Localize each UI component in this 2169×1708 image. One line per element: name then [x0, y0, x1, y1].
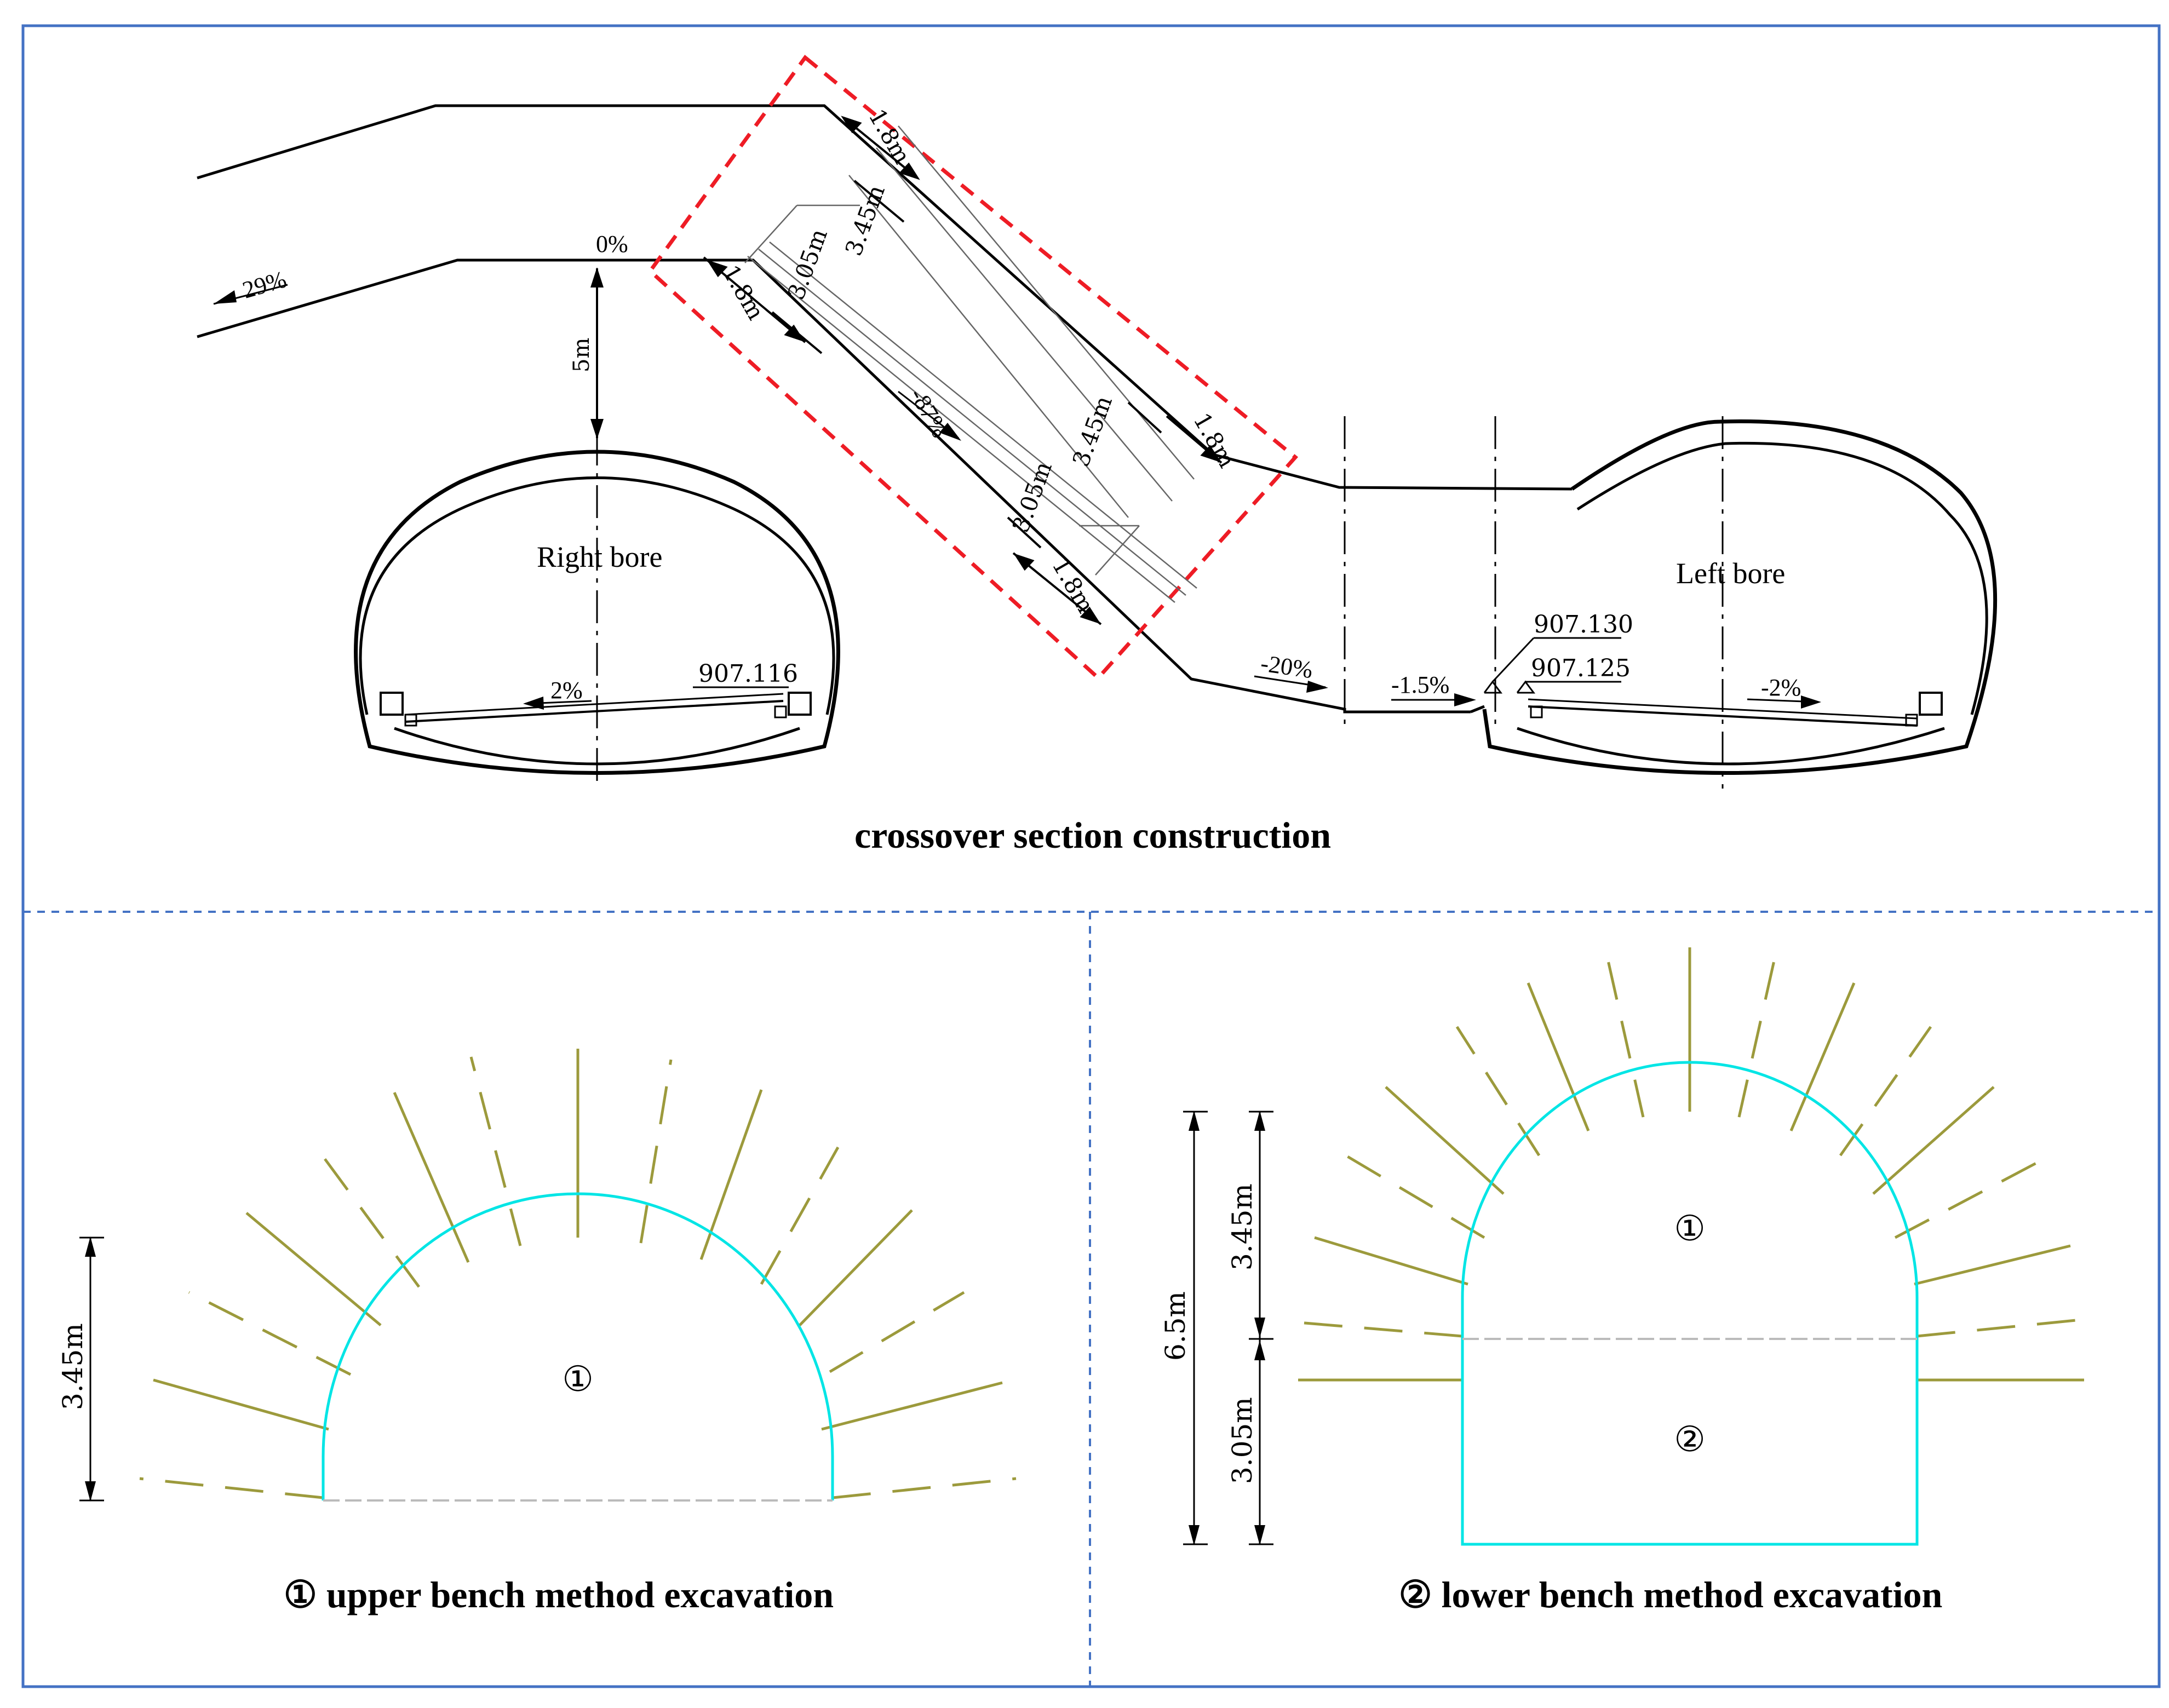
- dim-d6: 3.45m: [1067, 392, 1117, 470]
- top-panel-text: 29% 0% 5m 1.8m 3.45m 1.8m 3.05m -87% 3.4…: [239, 105, 1801, 856]
- top-panel: [197, 54, 1998, 789]
- bottom-right-panel: [1183, 947, 2084, 1546]
- label-right-bore: Right bore: [537, 540, 662, 573]
- upper-height: 3.45m: [1226, 1183, 1258, 1270]
- left-bore-tunnel: [1482, 419, 1998, 775]
- ground-profile-upper: [197, 104, 1573, 491]
- ground-right-step: [1470, 705, 1485, 714]
- total-height: 6.5m: [1160, 1291, 1191, 1361]
- caption-top: crossover section construction: [854, 814, 1331, 856]
- slope-label-0: 0%: [596, 231, 628, 257]
- clearance-arrowhead-bottom: [590, 419, 604, 439]
- elev-left-upper: 907.130: [1534, 611, 1633, 639]
- elev-marker-left-upper: [1483, 680, 1502, 694]
- slope-label-2-right: 2%: [550, 677, 583, 704]
- region-upper: ①: [1674, 1209, 1705, 1248]
- upper-bench-height: 3.45m: [57, 1323, 89, 1410]
- bottom-left-text: 3.45m ① ① upper bench method excavation: [57, 1323, 834, 1615]
- caption-bottom-left: ① upper bench method excavation: [284, 1574, 834, 1615]
- elev-marker-left-lower: [1516, 680, 1535, 694]
- dim-clearance: 5m: [569, 338, 594, 372]
- dim-d4: 3.05m: [782, 225, 833, 303]
- label-left-bore: Left bore: [1676, 557, 1785, 590]
- slope-label-2-left: -2%: [1761, 674, 1801, 701]
- slope-label-15: -1.5%: [1391, 671, 1449, 698]
- dimension-arrows: [703, 116, 1223, 625]
- bottom-right-text: 6.5m 3.45m 3.05m ① ② ② lower bench metho…: [1160, 1183, 1942, 1615]
- rock-bolts-left: [139, 1049, 1017, 1499]
- dim-d1: 1.8m: [863, 105, 916, 169]
- upper-bench-arch: [322, 1192, 834, 1500]
- caption-bottom-right: ② lower bench method excavation: [1399, 1574, 1943, 1615]
- region-lower: ②: [1674, 1420, 1705, 1459]
- construction-lines: [744, 125, 1197, 603]
- dim-d2: 3.45m: [840, 181, 890, 259]
- outer-frame: [21, 24, 2161, 1688]
- bottom-left-panel: [79, 1049, 1017, 1502]
- elev-right: 907.116: [698, 660, 798, 688]
- lower-height: 3.05m: [1226, 1397, 1258, 1484]
- upper-bench-region: ①: [562, 1360, 593, 1399]
- rock-bolts-right: [1298, 947, 2084, 1382]
- lower-bench-outline: [1461, 1061, 1919, 1546]
- highlight-box: [647, 54, 1299, 681]
- right-bore-tunnel: [354, 450, 840, 775]
- elev-left-lower: 907.125: [1531, 654, 1631, 682]
- slope-label-29: 29%: [239, 266, 289, 303]
- clearance-arrowhead-top: [590, 267, 604, 287]
- dim-d8: 3.05m: [1007, 458, 1057, 536]
